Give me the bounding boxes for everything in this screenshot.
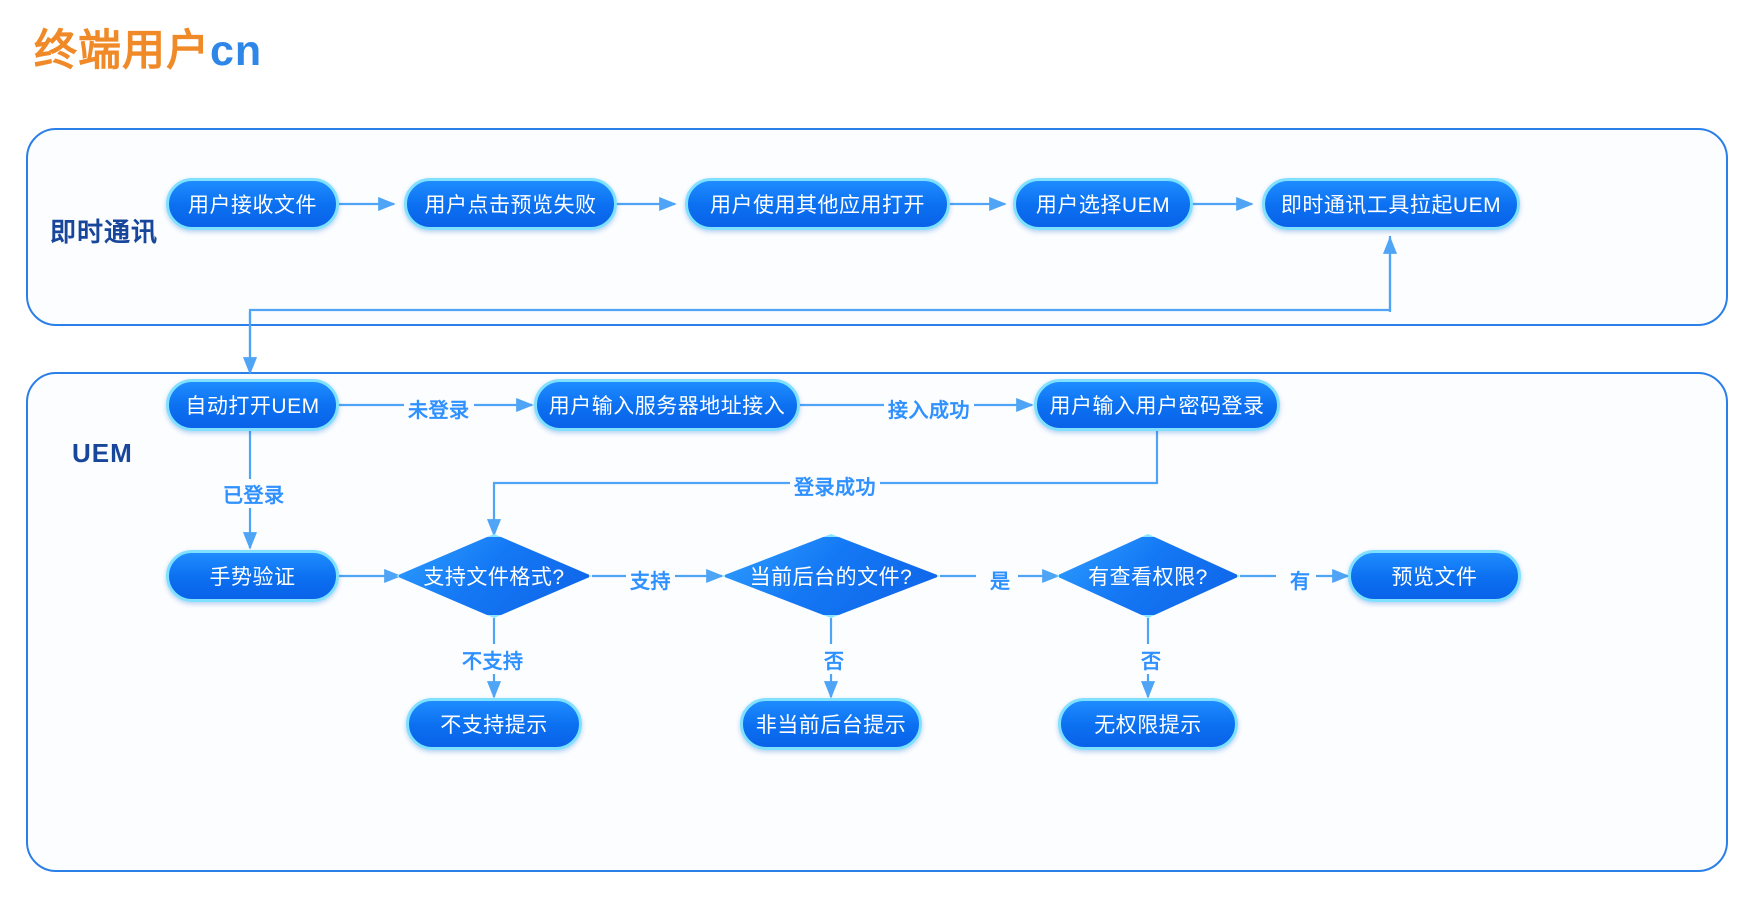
node-uem-preview-file[interactable]: 预览文件: [1348, 550, 1521, 602]
node-label: 用户使用其他应用打开: [710, 194, 925, 217]
edge-label-login-success: 登录成功: [790, 471, 880, 500]
node-label: 用户输入服务器地址接入: [548, 395, 786, 418]
node-label: 用户点击预览失败: [424, 194, 597, 217]
node-uem-enter-password[interactable]: 用户输入用户密码登录: [1034, 379, 1280, 431]
node-label: 即时通讯工具拉起UEM: [1280, 194, 1502, 217]
node-uem-enter-server[interactable]: 用户输入服务器地址接入: [534, 379, 800, 431]
decision-current-foreground-file[interactable]: 当前后台的文件?: [722, 534, 940, 618]
lane-uem: [26, 372, 1728, 872]
page-title-en: cn: [210, 27, 263, 75]
node-label: 支持文件格式?: [423, 566, 565, 589]
node-label: 用户选择UEM: [1035, 194, 1171, 217]
node-im-open-with-other[interactable]: 用户使用其他应用打开: [685, 178, 950, 230]
edge-label-no-permission: 否: [1137, 645, 1166, 674]
node-im-select-uem[interactable]: 用户选择UEM: [1013, 178, 1193, 230]
node-label: 无权限提示: [1094, 714, 1202, 737]
edge-label-not-logged-in: 未登录: [404, 394, 474, 423]
page-title-zh: 终端用户: [34, 27, 210, 75]
decision-file-format-supported[interactable]: 支持文件格式?: [396, 534, 592, 618]
edge-label-no-foreground: 否: [820, 645, 849, 674]
node-label: 自动打开UEM: [185, 395, 320, 418]
node-label: 当前后台的文件?: [749, 566, 913, 589]
node-uem-unsupported-tip[interactable]: 不支持提示: [406, 698, 582, 750]
edge-label-connect-success: 接入成功: [884, 394, 974, 423]
node-im-receive-file[interactable]: 用户接收文件: [166, 178, 339, 230]
node-uem-not-foreground-tip[interactable]: 非当前后台提示: [740, 698, 922, 750]
node-label: 有查看权限?: [1088, 566, 1208, 589]
edge-label-has-permission: 有: [1286, 565, 1315, 594]
edge-label-yes: 是: [986, 565, 1015, 594]
node-label: 手势验证: [209, 566, 296, 589]
node-im-launch-uem[interactable]: 即时通讯工具拉起UEM: [1262, 178, 1520, 230]
edge-label-unsupported: 不支持: [458, 645, 528, 674]
node-label: 不支持提示: [440, 714, 548, 737]
node-label: 用户输入用户密码登录: [1049, 395, 1265, 418]
node-im-preview-failed[interactable]: 用户点击预览失败: [404, 178, 617, 230]
node-label: 非当前后台提示: [755, 714, 907, 737]
edge-label-supported: 支持: [626, 565, 675, 594]
node-label: 预览文件: [1391, 566, 1478, 589]
page-title: 终端用户cn: [34, 30, 262, 73]
decision-has-view-permission[interactable]: 有查看权限?: [1056, 534, 1240, 618]
node-uem-gesture-verify[interactable]: 手势验证: [166, 550, 339, 602]
node-uem-no-permission-tip[interactable]: 无权限提示: [1058, 698, 1238, 750]
node-uem-auto-open[interactable]: 自动打开UEM: [166, 379, 339, 431]
lane-label-instant-messaging: 即时通讯: [50, 217, 159, 247]
edge-label-logged-in: 已登录: [219, 479, 289, 508]
node-label: 用户接收文件: [188, 194, 317, 217]
lane-label-uem: UEM: [72, 438, 133, 468]
